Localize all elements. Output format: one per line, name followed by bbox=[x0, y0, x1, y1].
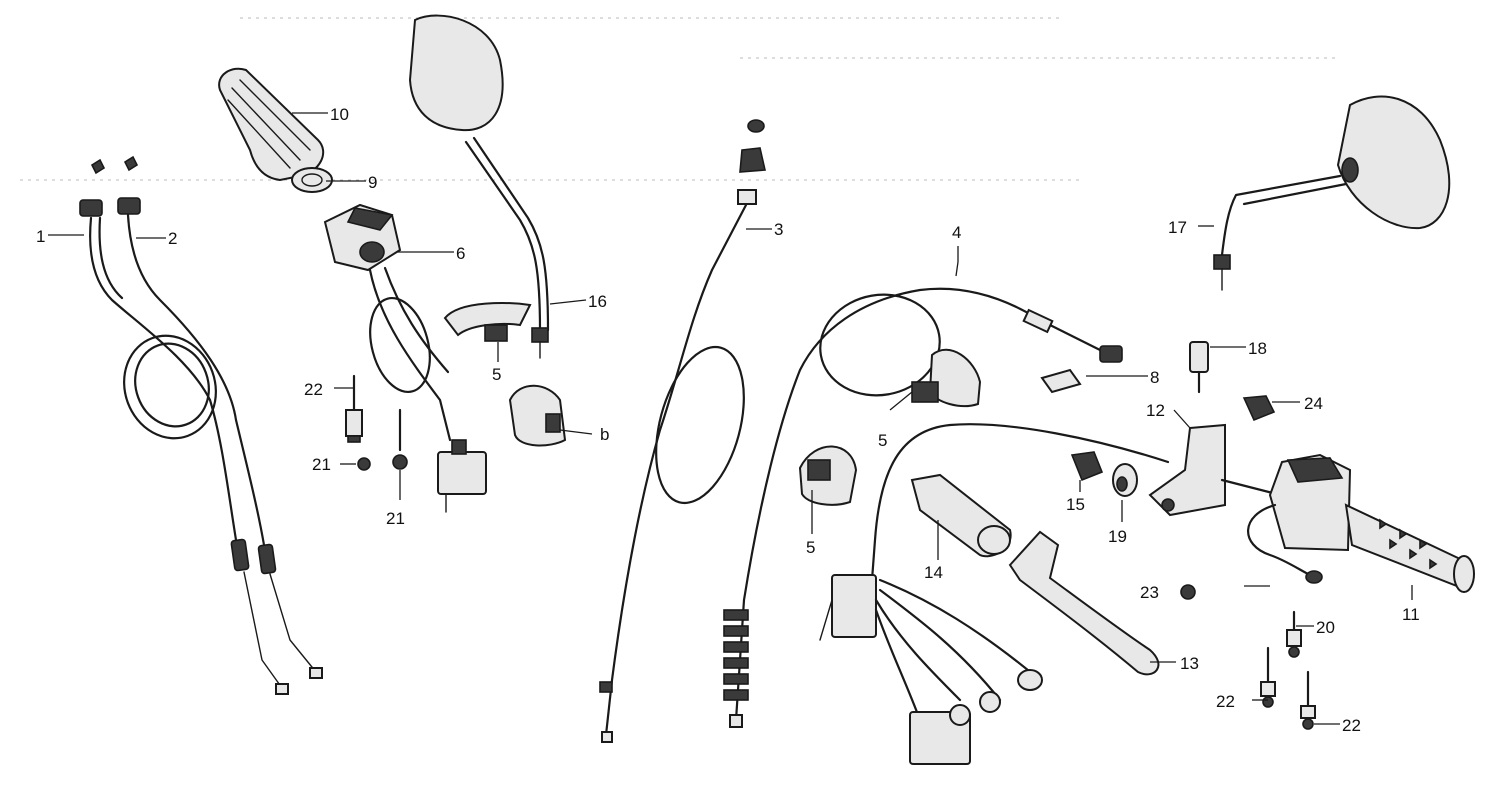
left-grip-10 bbox=[218, 67, 325, 182]
callout-21a: 21 bbox=[312, 455, 331, 474]
switch-14 bbox=[910, 473, 1012, 558]
screw-21-left bbox=[392, 408, 408, 470]
bolt-15 bbox=[1070, 451, 1104, 482]
callout-10: 10 bbox=[330, 105, 349, 124]
left-switch-housing-6 bbox=[323, 203, 487, 513]
scan-artifacts bbox=[20, 17, 1340, 181]
callout-22a: 22 bbox=[304, 380, 323, 399]
callout-3: 3 bbox=[774, 220, 783, 239]
screw-20-right bbox=[1286, 610, 1302, 658]
callout-17: 17 bbox=[1168, 218, 1187, 237]
callout-9: 9 bbox=[368, 173, 377, 192]
leader-lines bbox=[48, 112, 1413, 725]
wire-clamp-5-center-upper bbox=[911, 348, 982, 408]
callout-22c: 22 bbox=[1342, 716, 1361, 735]
washer-19 bbox=[1112, 463, 1138, 497]
wire-clamp-5-left bbox=[443, 302, 532, 342]
callout-24: 24 bbox=[1304, 394, 1323, 413]
lever-bracket-12 bbox=[1148, 423, 1302, 517]
cap-24 bbox=[1242, 395, 1276, 422]
callout-19: 19 bbox=[1108, 527, 1127, 546]
callout-1: 1 bbox=[36, 227, 45, 246]
screw-23 bbox=[1180, 584, 1196, 600]
pin-18 bbox=[1189, 341, 1209, 394]
callout-18: 18 bbox=[1248, 339, 1267, 358]
callout-6: 6 bbox=[456, 244, 465, 263]
callout-12: 12 bbox=[1146, 401, 1165, 420]
screw-22-right-a bbox=[1260, 646, 1276, 708]
screw-22-right-b bbox=[1300, 670, 1316, 730]
throttle-cable-1 bbox=[79, 158, 289, 695]
screw-22-left bbox=[345, 374, 363, 443]
choke-cable-3 bbox=[599, 119, 766, 743]
callout-22b: 22 bbox=[1216, 692, 1235, 711]
callout-8: 8 bbox=[1150, 368, 1159, 387]
callout-23: 23 bbox=[1140, 583, 1159, 602]
wire-clamp-b bbox=[508, 384, 567, 447]
left-mirror-16 bbox=[408, 14, 550, 359]
wire-clamp-5-center-lower bbox=[798, 445, 858, 506]
callout-11: 11 bbox=[1402, 605, 1420, 624]
pivot-bolt-8 bbox=[1040, 368, 1082, 394]
switch-wiring-harness bbox=[819, 423, 1170, 765]
callout-21b: 21 bbox=[386, 509, 405, 528]
callout-b: b bbox=[600, 425, 609, 444]
throttle-cable-2 bbox=[117, 155, 323, 679]
right-grip-11 bbox=[1344, 503, 1475, 593]
clutch-lever-13 bbox=[1008, 530, 1160, 676]
callout-14: 14 bbox=[924, 563, 943, 582]
callout-5b: 5 bbox=[878, 431, 887, 450]
callout-15: 15 bbox=[1066, 495, 1085, 514]
callout-13: 13 bbox=[1180, 654, 1199, 673]
callout-5a: 5 bbox=[492, 365, 501, 384]
throttle-cable-loop bbox=[123, 334, 217, 440]
callout-4: 4 bbox=[952, 223, 961, 242]
nut-21-left bbox=[357, 457, 371, 471]
clutch-cable-4 bbox=[723, 287, 1123, 728]
grip-collar-9 bbox=[291, 167, 333, 193]
callout-labels: 1 2 3 4 5 5 5 6 b 8 9 10 11 12 13 14 15 … bbox=[36, 105, 1420, 735]
callout-20: 20 bbox=[1316, 618, 1335, 637]
callout-16: 16 bbox=[588, 292, 607, 311]
callout-2: 2 bbox=[168, 229, 177, 248]
callout-5c: 5 bbox=[806, 538, 815, 557]
right-mirror-17 bbox=[1213, 95, 1451, 291]
right-switch-housing bbox=[1247, 453, 1352, 584]
